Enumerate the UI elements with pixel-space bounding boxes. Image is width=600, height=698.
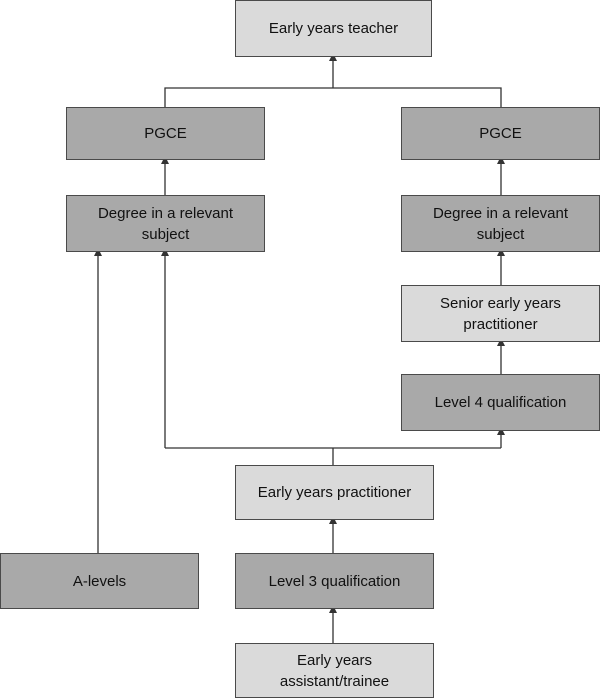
- node-pgce-left: PGCE: [66, 107, 265, 160]
- node-level3-qualification: Level 3 qualification: [235, 553, 434, 609]
- node-assistant-trainee: Early years assistant/trainee: [235, 643, 434, 698]
- node-label: A-levels: [72, 572, 127, 590]
- node-label: Early years practitioner: [257, 484, 412, 501]
- node-early-years-practitioner: Early years practitioner: [235, 465, 434, 520]
- node-label: PGCE: [479, 125, 522, 142]
- node-a-levels: A-levels: [0, 553, 199, 609]
- node-label: Early years teacher: [268, 20, 399, 37]
- node-label: Senior early years practitioner: [440, 294, 561, 333]
- node-pgce-right: PGCE: [401, 107, 600, 160]
- node-early-years-teacher: Early years teacher: [235, 0, 432, 57]
- node-label: Level 3 qualification: [268, 572, 401, 590]
- node-label: Level 4 qualification: [434, 394, 567, 411]
- connector-pgce-to-teacher: [164, 87, 502, 107]
- node-label: Degree in a relevant subject: [97, 204, 234, 243]
- node-degree-right: Degree in a relevant subject: [401, 195, 600, 252]
- node-label: Degree in a relevant subject: [432, 204, 569, 243]
- node-label: Early years assistant/trainee: [279, 651, 390, 690]
- node-level4-qualification: Level 4 qualification: [401, 374, 600, 431]
- node-label: PGCE: [144, 125, 187, 142]
- node-degree-left: Degree in a relevant subject: [66, 195, 265, 252]
- node-senior-practitioner: Senior early years practitioner: [401, 285, 600, 342]
